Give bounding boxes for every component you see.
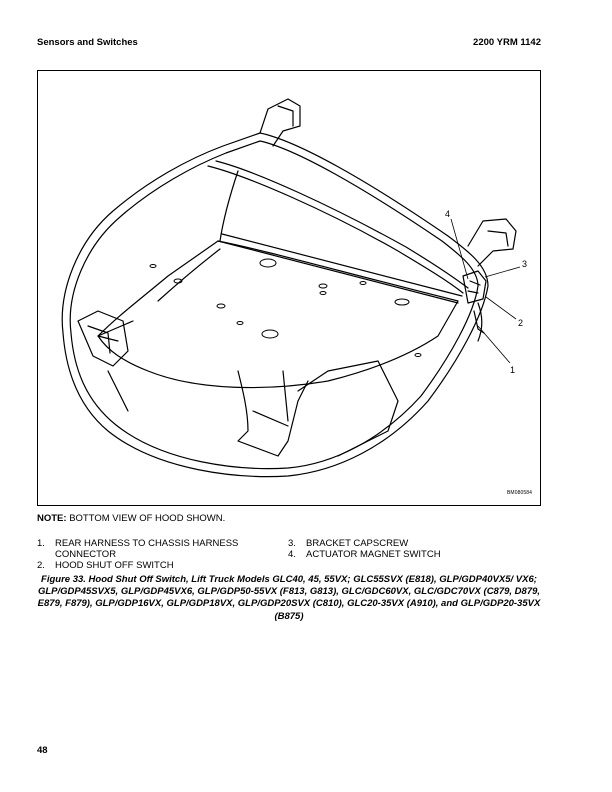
figure-note: NOTE: BOTTOM VIEW OF HOOD SHOWN. bbox=[37, 513, 225, 524]
figure-frame: 4 3 2 1 BM080584 bbox=[37, 70, 541, 506]
base-plate bbox=[97, 240, 459, 389]
callout-1: 1 bbox=[510, 365, 515, 375]
legend-text: ACTUATOR MAGNET SWITCH bbox=[306, 549, 441, 560]
page-number: 48 bbox=[37, 745, 48, 756]
legend-item: 4. ACTUATOR MAGNET SWITCH bbox=[288, 549, 528, 560]
lower-panel bbox=[237, 370, 309, 457]
note-label: NOTE: bbox=[37, 513, 67, 524]
hood-rim-outer bbox=[61, 132, 489, 478]
callout-3: 3 bbox=[522, 259, 527, 269]
left-hinge-bracket bbox=[77, 310, 129, 367]
document-code: 2200 YRM 1142 bbox=[473, 37, 541, 48]
legend-column-right: 3. BRACKET CAPSCREW 4. ACTUATOR MAGNET S… bbox=[288, 538, 528, 560]
hood-rim-inner bbox=[69, 140, 479, 470]
figure-caption: Figure 33. Hood Shut Off Switch, Lift Tr… bbox=[37, 574, 541, 622]
legend-number: 1. bbox=[37, 538, 45, 549]
section-title: Sensors and Switches bbox=[37, 37, 138, 48]
callout-2: 2 bbox=[518, 318, 523, 328]
legend-text: REAR HARNESS TO CHASSIS HARNESS CONNECTO… bbox=[55, 538, 239, 560]
legend-text: BRACKET CAPSCREW bbox=[306, 538, 409, 549]
right-hinge-bracket bbox=[467, 218, 517, 267]
legend-column-left: 1. REAR HARNESS TO CHASSIS HARNESS CONNE… bbox=[37, 538, 277, 571]
note-text: BOTTOM VIEW OF HOOD SHOWN. bbox=[69, 513, 226, 524]
legend-item: 1. REAR HARNESS TO CHASSIS HARNESS CONNE… bbox=[37, 538, 277, 560]
callout-4: 4 bbox=[445, 209, 450, 219]
top-hinge-bracket bbox=[259, 98, 301, 147]
legend-number: 3. bbox=[288, 538, 296, 549]
legend-text: HOOD SHUT OFF SWITCH bbox=[55, 560, 174, 571]
legend-item: 2. HOOD SHUT OFF SWITCH bbox=[37, 560, 277, 571]
drawing-code: BM080584 bbox=[507, 490, 532, 496]
hood-shut-off-switch bbox=[462, 270, 487, 304]
legend-number: 2. bbox=[37, 560, 45, 571]
legend-number: 4. bbox=[288, 549, 296, 560]
harness-cable bbox=[477, 302, 483, 342]
legend-item: 3. BRACKET CAPSCREW bbox=[288, 538, 528, 549]
hood-illustration: 4 3 2 1 bbox=[61, 98, 527, 478]
